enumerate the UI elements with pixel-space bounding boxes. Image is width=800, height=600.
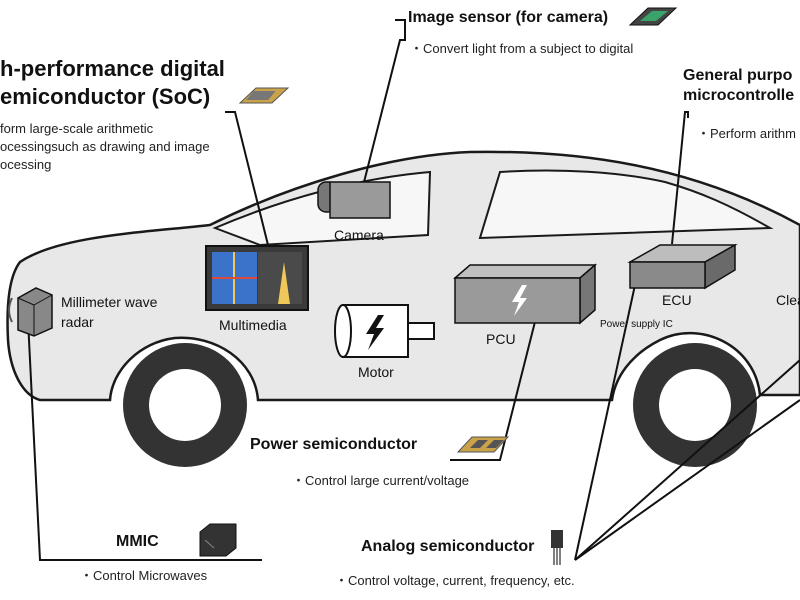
soc-title-line1: h-performance digital — [0, 56, 225, 81]
front-wheel-hub — [659, 369, 731, 441]
transistor-icon — [551, 530, 563, 565]
ecu-label: ECU — [662, 292, 692, 308]
power-chip-icon — [456, 436, 510, 453]
power-semiconductor-title: Power semiconductor — [250, 436, 418, 453]
mcu-connector — [671, 111, 689, 245]
rear-wheel-hub — [149, 369, 221, 441]
image-sensor-chip-icon — [628, 7, 678, 26]
soc-desc-line2: ocessingsuch as drawing and image — [0, 139, 210, 154]
multimedia-screen-icon — [205, 245, 309, 311]
soc-chip-icon — [238, 87, 290, 104]
multimedia-label: Multimedia — [219, 317, 287, 333]
motor-label: Motor — [358, 364, 394, 380]
image-sensor-desc: ・Convert light from a subject to digital — [410, 41, 634, 56]
image-sensor-connector — [361, 19, 406, 191]
image-sensor-title: Image sensor (for camera) — [408, 9, 609, 26]
soc-desc-line3: ocessing — [0, 157, 52, 172]
analog-connector-1 — [574, 284, 636, 561]
soc-title-line2: emiconductor (SoC) — [0, 84, 211, 109]
pcu-box-icon — [452, 263, 598, 325]
motor-icon — [334, 304, 435, 358]
pcu-label: PCU — [486, 331, 516, 347]
soc-desc-line1: form large-scale arithmetic — [0, 121, 154, 136]
mmic-connector — [27, 319, 262, 561]
analog-semiconductor-desc: ・Control voltage, current, frequency, et… — [335, 573, 575, 588]
mcu-title-line2: microcontrolle — [683, 87, 795, 104]
mmic-desc: ・Control Microwaves — [80, 568, 208, 583]
soc-connector — [225, 111, 269, 246]
camera-icon — [317, 181, 391, 219]
power-supply-ic-label: Power supply IC — [600, 319, 673, 330]
radar-box-icon — [8, 287, 53, 337]
radar-label-line1: Millimeter wave — [61, 294, 158, 310]
analog-semiconductor-title: Analog semiconductor — [361, 538, 535, 555]
mmic-title: MMIC — [116, 533, 159, 550]
mcu-title-line1: General purpo — [683, 67, 793, 84]
power-semiconductor-desc: ・Control large current/voltage — [292, 473, 470, 488]
ecu-box-icon — [627, 243, 738, 290]
clea-label: Clea — [776, 292, 800, 308]
car-front-window — [478, 169, 774, 240]
analog-connector-3 — [574, 399, 800, 561]
power-connector — [450, 301, 541, 461]
analog-connector-2 — [574, 359, 800, 561]
camera-label: Camera — [334, 227, 384, 243]
mmic-chip-icon — [199, 523, 237, 557]
radar-label-line2: radar — [61, 314, 94, 330]
mcu-desc: ・Perform arithm — [697, 126, 796, 141]
connector-lines — [27, 19, 800, 561]
